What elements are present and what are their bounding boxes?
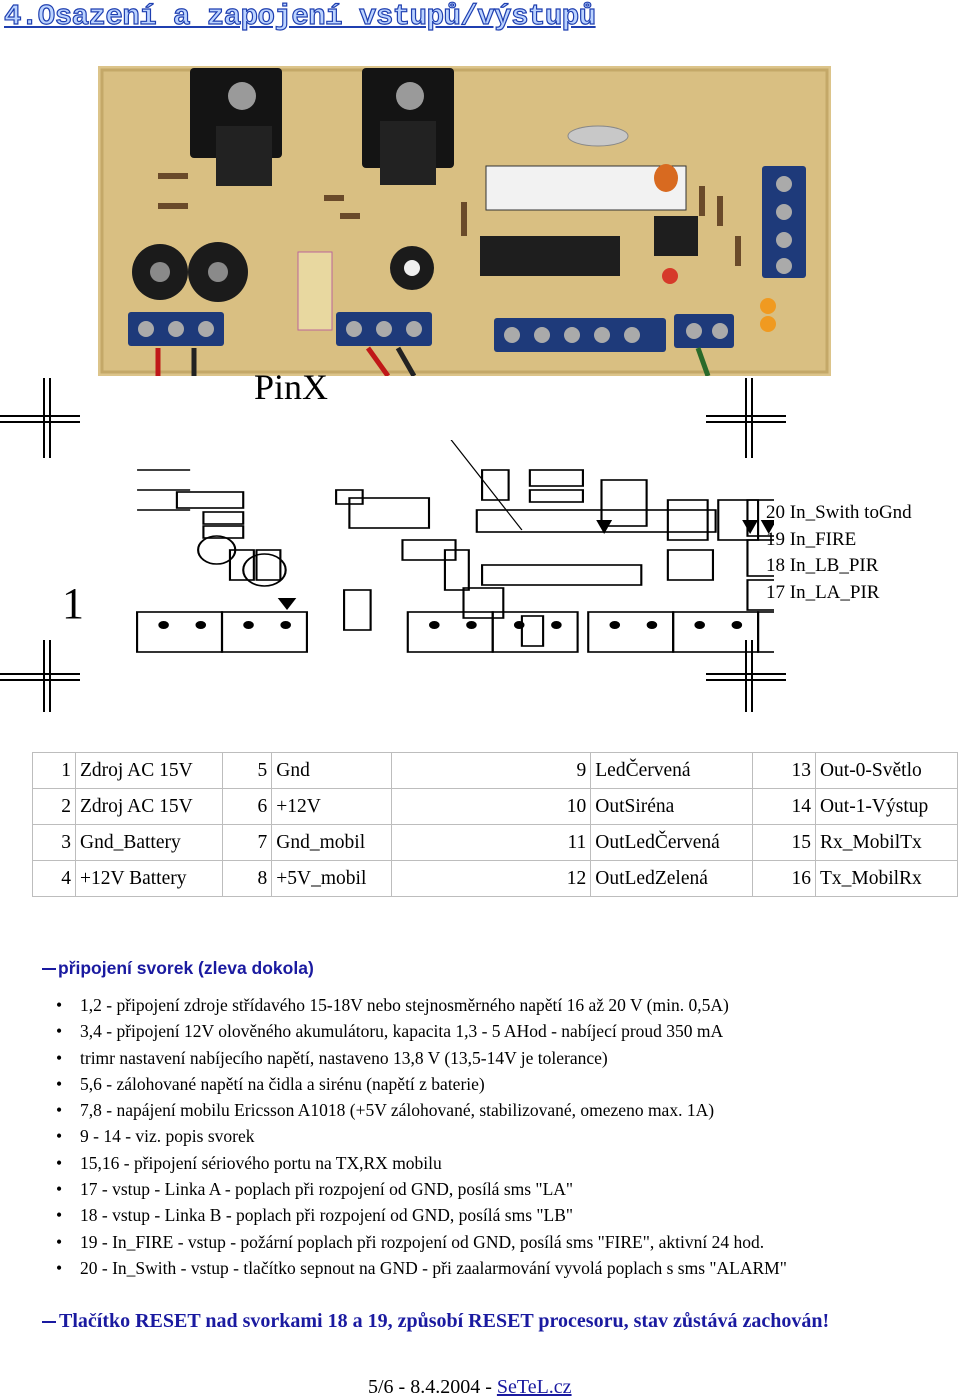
list-item: 18 - vstup - Linka B - poplach při rozpo… bbox=[56, 1202, 787, 1229]
list-item: 7,8 - napájení mobilu Ericsson A1018 (+5… bbox=[56, 1097, 787, 1124]
registration-mark bbox=[706, 378, 786, 458]
footer-link[interactable]: SeTeL.cz bbox=[496, 1376, 572, 1398]
page-footer: 5/6 - 8.4.2004 - SeTeL.cz bbox=[368, 1376, 572, 1399]
notes-list: 1,2 - připojení zdroje střídavého 15-18V… bbox=[56, 992, 787, 1282]
reset-note: Tlačítko RESET nad svorkami 18 a 19, způ… bbox=[42, 1310, 829, 1333]
pinx-label: PinX bbox=[254, 367, 329, 407]
pin-row: 18 In_LB_PIR bbox=[766, 555, 879, 576]
pin1-label: 1 bbox=[62, 579, 84, 628]
footer-page-info: 5/6 - 8.4.2004 - bbox=[368, 1376, 492, 1398]
section-heading: připojení svorek (zleva dokola) bbox=[42, 958, 314, 979]
list-item: 9 - 14 - viz. popis svorek bbox=[56, 1123, 787, 1150]
list-item: 17 - vstup - Linka A - poplach při rozpo… bbox=[56, 1176, 787, 1203]
dash-marker bbox=[42, 1321, 56, 1324]
dash-marker bbox=[42, 968, 56, 971]
list-item: 5,6 - zálohované napětí na čidla a sirén… bbox=[56, 1071, 787, 1098]
pin-list: 20 In_Swith toGnd 19 In_FIRE 18 In_LB_PI… bbox=[766, 500, 912, 606]
pin-row: 20 In_Swith toGnd bbox=[766, 502, 912, 523]
registration-mark bbox=[0, 378, 80, 458]
list-item: trimr nastavení nabíjecího napětí, nasta… bbox=[56, 1045, 787, 1072]
registration-mark bbox=[0, 640, 80, 712]
pin-row: 19 In_FIRE bbox=[766, 528, 857, 550]
pcb-layout bbox=[136, 440, 774, 653]
list-item: 19 - In_FIRE - vstup - požární poplach p… bbox=[56, 1229, 787, 1256]
list-item: 1,2 - připojení zdroje střídavého 15-18V… bbox=[56, 992, 787, 1019]
list-item: 3,4 - připojení 12V olověného akumulátor… bbox=[56, 1018, 787, 1045]
pin-row: 17 In_LA_PIR bbox=[766, 581, 880, 603]
pcb-photo bbox=[98, 66, 831, 376]
list-item: 20 - In_Swith - vstup - tlačítko sepnout… bbox=[56, 1255, 787, 1282]
page-title: 4.Osazení a zapojení vstupů/výstupů bbox=[3, 0, 596, 34]
list-item: 15,16 - připojení sériového portu na TX,… bbox=[56, 1150, 787, 1177]
